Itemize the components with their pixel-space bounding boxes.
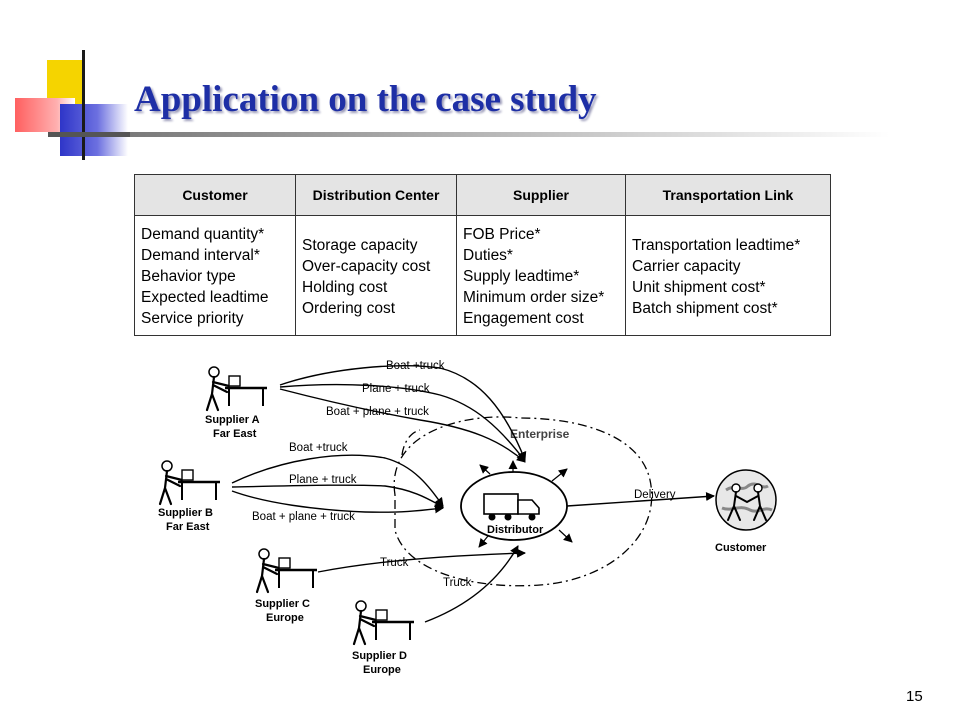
list-item: Expected leadtime xyxy=(141,289,269,306)
list-item: Duties* xyxy=(463,247,513,264)
supplier-d-link xyxy=(424,545,519,623)
enterprise-label: Enterprise xyxy=(510,427,570,441)
list-item: Supply leadtime* xyxy=(463,268,580,285)
table-cell-distribution-center: Storage capacity Over-capacity cost Hold… xyxy=(295,215,457,336)
table-cell-supplier: FOB Price* Duties* Supply leadtime* Mini… xyxy=(456,215,626,336)
supplier-a-region: Far East xyxy=(213,428,257,440)
supplier-b-icon xyxy=(158,459,222,506)
list-item: Batch shipment cost* xyxy=(632,300,778,317)
link-label-a-boat-plane: Boat + plane + truck xyxy=(326,406,429,418)
table-header-distribution-center: Distribution Center xyxy=(295,174,457,216)
customer-label: Customer xyxy=(715,542,767,554)
table-cell-customer: Demand quantity* Demand interval* Behavi… xyxy=(134,215,296,336)
slide-title: Application on the case study xyxy=(134,79,597,120)
list-item: Behavior type xyxy=(141,268,236,285)
enterprise-boundary xyxy=(401,429,421,456)
list-item: Storage capacity xyxy=(302,237,418,254)
list-item: Ordering cost xyxy=(302,300,396,317)
vertical-rule xyxy=(82,50,85,160)
table-row: Demand quantity* Demand interval* Behavi… xyxy=(134,215,831,336)
supplier-a-icon xyxy=(205,365,269,412)
list-item: Transportation leadtime* xyxy=(632,237,801,254)
list-item: Minimum order size* xyxy=(463,289,605,306)
corner-decoration xyxy=(0,0,140,170)
link-label-a-boat: Boat +truck xyxy=(386,360,445,372)
link-label-b-boat-plane: Boat + plane + truck xyxy=(252,511,355,523)
supplier-c-region: Europe xyxy=(266,612,304,624)
supply-network-diagram: Enterprise Distributor Boat +truck Plane… xyxy=(158,360,777,676)
title-underline xyxy=(130,132,890,137)
link-label-a-plane: Plane + truck xyxy=(362,383,430,395)
list-item: Unit shipment cost* xyxy=(632,279,766,296)
supplier-c-icon xyxy=(255,547,319,594)
delivery-link xyxy=(566,492,715,507)
supplier-b-links xyxy=(231,454,444,514)
supplier-a-name: Supplier A xyxy=(205,414,260,426)
list-item: Over-capacity cost xyxy=(302,258,431,275)
table-header-supplier: Supplier xyxy=(456,174,626,216)
attribute-table: Customer Distribution Center Supplier Tr… xyxy=(134,174,831,336)
supplier-b-region: Far East xyxy=(166,521,210,533)
list-item: Carrier capacity xyxy=(632,258,741,275)
link-label-delivery: Delivery xyxy=(634,489,676,501)
link-label-d-truck: Truck xyxy=(443,577,472,589)
list-item: Holding cost xyxy=(302,279,388,296)
table-header-row: Customer Distribution Center Supplier Tr… xyxy=(134,174,831,216)
list-item: FOB Price* xyxy=(463,226,541,243)
truck-icon xyxy=(483,493,540,521)
supplier-a-links xyxy=(279,365,527,463)
link-label-c-truck: Truck xyxy=(380,557,409,569)
blue-block xyxy=(60,104,128,156)
table-header-customer: Customer xyxy=(134,174,296,216)
supplier-d-icon xyxy=(352,599,416,646)
supplier-d-region: Europe xyxy=(363,664,401,676)
page-number: 15 xyxy=(906,688,923,705)
list-item: Engagement cost xyxy=(463,310,584,327)
link-label-b-plane: Plane + truck xyxy=(289,474,357,486)
supplier-c-link xyxy=(317,548,526,573)
table-cell-transportation-link: Transportation leadtime* Carrier capacit… xyxy=(625,215,831,336)
supplier-c-name: Supplier C xyxy=(255,598,310,610)
distributor-label: Distributor xyxy=(487,524,544,536)
table-header-transportation-link: Transportation Link xyxy=(625,174,831,216)
radial-arrows xyxy=(478,460,573,548)
supplier-b-name: Supplier B xyxy=(158,507,213,519)
link-label-b-boat: Boat +truck xyxy=(289,442,348,454)
list-item: Demand quantity* xyxy=(141,226,265,243)
horizontal-rule xyxy=(48,132,132,137)
list-item: Demand interval* xyxy=(141,247,260,264)
supplier-d-name: Supplier D xyxy=(352,650,407,662)
customer-globe-icon xyxy=(715,469,777,531)
enterprise-boundary xyxy=(393,416,653,587)
list-item: Service priority xyxy=(141,310,244,327)
